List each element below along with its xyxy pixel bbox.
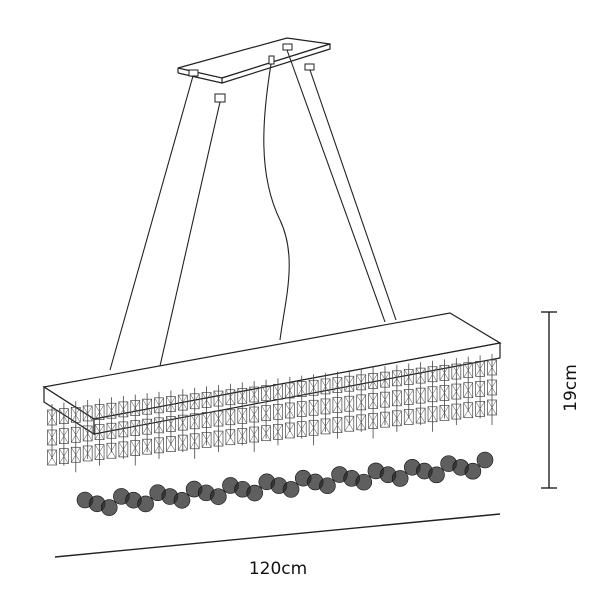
crystal-prism-strand — [403, 363, 414, 425]
crystal-prism-strand — [284, 376, 295, 439]
crystal-prism-strand — [332, 371, 343, 439]
crystal-bead — [210, 488, 227, 505]
crystal-prism-strand — [130, 394, 141, 466]
power-cord — [263, 63, 290, 341]
height-label: 19cm — [561, 364, 581, 412]
crystal-prism-strand — [308, 374, 319, 446]
crystal-prism-strand — [225, 383, 236, 446]
crystal-prism-strand — [82, 399, 93, 462]
height-dimension — [541, 311, 557, 489]
crystal-prism-strand — [427, 360, 438, 432]
crystal-bead — [464, 462, 482, 480]
crystal-prism-strand — [320, 372, 331, 435]
crystal-prism-strand — [47, 404, 57, 466]
crystal-prism-strand — [380, 366, 390, 428]
crystal-prism-strand — [296, 375, 307, 439]
crystal-prism-strand — [70, 401, 81, 473]
crystal-prism-strand — [487, 354, 497, 425]
crystal-prism-strand — [261, 379, 271, 442]
crystal-prism-strand — [249, 381, 260, 453]
crystal-bead — [428, 466, 445, 484]
crystal-prism-strand — [392, 364, 402, 432]
crystal-prism-strand — [201, 386, 212, 448]
crystal-prism-strand — [59, 402, 69, 466]
suspension-wires — [109, 49, 397, 371]
crystal-prism-strand — [356, 368, 367, 432]
canopy-screws — [188, 43, 315, 103]
crystal-prism-strand — [177, 389, 188, 453]
crystal-prism-strand — [166, 390, 176, 452]
crystal-prism-strand — [142, 393, 152, 455]
crystal-bead — [282, 481, 300, 498]
crystal-bead — [476, 451, 494, 469]
width-label: 120cm — [249, 559, 307, 579]
crystal-prism-strand — [106, 397, 117, 459]
crystal-prism-strand — [237, 382, 248, 446]
crystal-bead — [355, 473, 373, 491]
crystal-bead — [100, 499, 118, 516]
crystal-bead — [391, 470, 409, 487]
crystal-prism-strand — [189, 387, 200, 459]
crystal-bead — [246, 484, 263, 502]
crystal-prism-strand — [118, 395, 129, 459]
crystal-prism-strand — [463, 356, 474, 419]
crystal-prism-strand — [475, 355, 485, 419]
crystal-prism-strand — [94, 398, 105, 466]
crystal-prism-strand — [439, 359, 450, 421]
crystal-prism-strand — [273, 378, 283, 446]
crystal-prism-strand — [451, 358, 462, 426]
crystal-prism-strand — [344, 370, 355, 432]
ceiling-canopy — [177, 37, 331, 84]
width-dimension-line — [54, 513, 501, 558]
crystal-prism-strand — [368, 367, 378, 439]
crystal-bead-row — [76, 451, 494, 516]
crystal-bead — [137, 495, 154, 513]
crystal-bead — [319, 477, 336, 495]
crystal-prism-strand — [415, 362, 426, 426]
crystal-prism-curtain — [47, 354, 497, 473]
crystal-prism-strand — [154, 391, 164, 459]
crystal-prism-strand — [213, 385, 224, 453]
crystal-bead — [173, 492, 191, 509]
